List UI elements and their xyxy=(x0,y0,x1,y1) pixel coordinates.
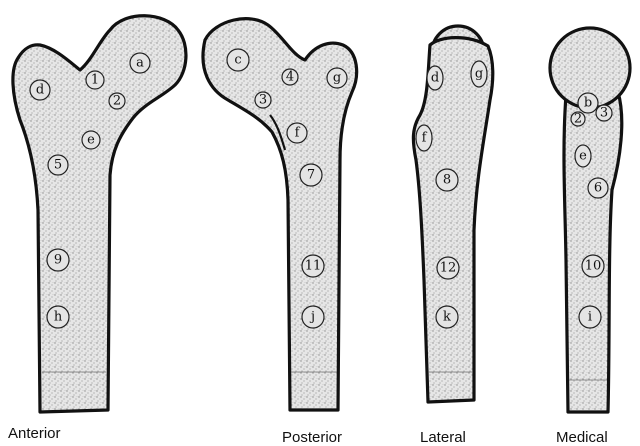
lateral-femur-outline xyxy=(413,38,492,402)
anterior-marker-e: e xyxy=(82,131,100,149)
anterior-marker-a: a xyxy=(130,53,150,73)
lateral-marker-d: d xyxy=(427,66,443,90)
svg-text:b: b xyxy=(584,96,592,111)
lateral-marker-8: 8 xyxy=(436,169,458,191)
posterior-marker-c: c xyxy=(227,49,249,71)
posterior-marker-j: j xyxy=(302,306,324,328)
svg-text:3: 3 xyxy=(600,106,608,121)
posterior-caption: Posterior xyxy=(282,429,342,446)
medial-marker-10: 10 xyxy=(582,255,604,277)
posterior-marker-g: g xyxy=(327,68,347,88)
svg-text:e: e xyxy=(579,149,587,164)
posterior-marker-11: 11 xyxy=(302,255,324,277)
anterior-marker-h: h xyxy=(47,306,69,328)
lateral-marker-k: k xyxy=(436,306,458,328)
medial-caption: Medical xyxy=(556,429,608,446)
anterior-marker-2: 2 xyxy=(109,93,125,109)
anterior-marker-d: d xyxy=(30,80,50,100)
lateral-marker-g: g xyxy=(471,61,487,87)
svg-text:c: c xyxy=(234,53,241,68)
svg-text:a: a xyxy=(136,56,144,71)
posterior-marker-4: 4 xyxy=(282,69,298,85)
posterior-marker-f: f xyxy=(287,123,307,143)
posterior-marker-3: 3 xyxy=(255,92,271,108)
medial-view: b 2 3 e 6 10 i Medical xyxy=(550,28,630,446)
svg-text:g: g xyxy=(475,67,483,82)
svg-text:9: 9 xyxy=(54,253,62,268)
anterior-marker-9: 9 xyxy=(47,249,69,271)
medial-marker-i: i xyxy=(579,306,601,328)
medial-marker-b: b xyxy=(578,93,598,113)
svg-text:8: 8 xyxy=(443,173,451,188)
svg-text:6: 6 xyxy=(594,181,602,196)
svg-text:1: 1 xyxy=(91,73,99,88)
medial-marker-e: e xyxy=(575,145,591,167)
svg-text:i: i xyxy=(588,310,592,325)
svg-text:g: g xyxy=(333,71,341,86)
medial-marker-2: 2 xyxy=(571,112,585,127)
posterior-marker-7: 7 xyxy=(300,164,322,186)
svg-text:e: e xyxy=(87,133,95,148)
anterior-marker-5: 5 xyxy=(48,155,68,175)
anterior-view: a 1 d 2 e 5 9 h Anterior xyxy=(8,16,186,442)
svg-text:11: 11 xyxy=(305,259,322,274)
svg-text:k: k xyxy=(443,310,451,325)
medial-femur-outline xyxy=(564,92,622,412)
svg-text:4: 4 xyxy=(286,70,294,85)
lateral-marker-12: 12 xyxy=(437,257,459,279)
svg-text:7: 7 xyxy=(307,168,315,183)
svg-text:10: 10 xyxy=(585,259,602,274)
anterior-caption: Anterior xyxy=(8,425,61,442)
lateral-view: d g f 8 12 k Lateral xyxy=(413,26,492,446)
lateral-caption: Lateral xyxy=(420,429,466,446)
svg-text:2: 2 xyxy=(113,94,121,109)
svg-text:3: 3 xyxy=(259,93,267,108)
svg-text:12: 12 xyxy=(440,261,457,276)
anterior-marker-1: 1 xyxy=(86,71,104,89)
svg-text:2: 2 xyxy=(574,112,582,127)
posterior-view: c 4 g 3 f 7 11 j Posterior xyxy=(203,19,357,446)
svg-text:h: h xyxy=(54,310,63,325)
svg-text:d: d xyxy=(431,71,439,86)
medial-marker-6: 6 xyxy=(588,178,608,198)
lateral-marker-f: f xyxy=(416,125,432,151)
medial-marker-3: 3 xyxy=(596,105,612,121)
svg-text:5: 5 xyxy=(54,158,62,173)
svg-text:d: d xyxy=(36,83,44,98)
